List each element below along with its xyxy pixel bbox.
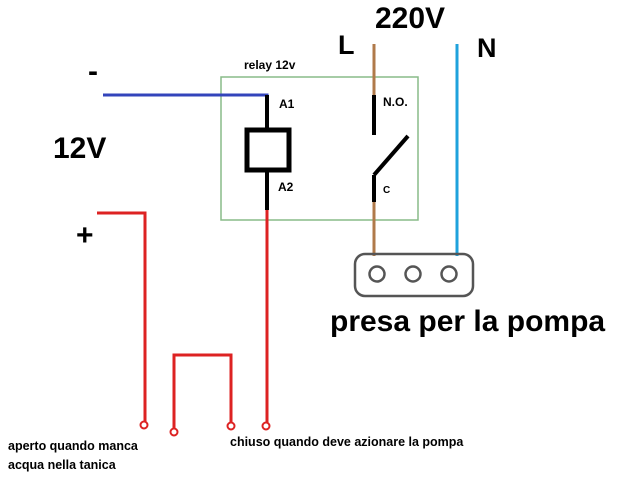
pump-socket: [353, 252, 475, 298]
contact-no-label: N.O.: [383, 95, 408, 109]
socket-hole-1: [368, 265, 386, 283]
socket-label: presa per la pompa: [330, 305, 606, 338]
relay-box: [220, 76, 419, 221]
contact-blade: [372, 134, 410, 177]
switch-closed-note: chiuso quando deve azionare la pompa: [230, 435, 464, 449]
contact-c-label: C: [383, 185, 391, 196]
terminal-open-2: [169, 427, 179, 437]
socket-hole-2: [404, 265, 422, 283]
neutral-label: N: [477, 33, 497, 63]
switch-open-note-line1: aperto quando manca: [8, 439, 138, 453]
coil-a1-label: A1: [279, 97, 295, 111]
coil-a2-label: A2: [278, 180, 294, 194]
plus-label: +: [76, 219, 94, 252]
float-switch-loop: [172, 353, 233, 430]
switch-open-note: aperto quando manca acqua nella tanica: [8, 437, 138, 475]
minus-label: -: [88, 55, 98, 88]
relay-label: relay 12v: [244, 58, 296, 72]
positive-wire-plus: [97, 211, 147, 422]
socket-hole-3: [440, 265, 458, 283]
terminal-closed-2: [261, 421, 271, 431]
switch-open-note-line2: acqua nella tanica: [8, 458, 116, 472]
mains-voltage-label: 220V: [375, 2, 446, 35]
line-label: L: [338, 30, 355, 60]
terminal-open-1: [139, 420, 149, 430]
dc-voltage-label: 12V: [53, 132, 107, 165]
relay-coil: [244, 127, 292, 173]
negative-wire: [103, 93, 269, 125]
terminal-closed-1: [226, 421, 236, 431]
